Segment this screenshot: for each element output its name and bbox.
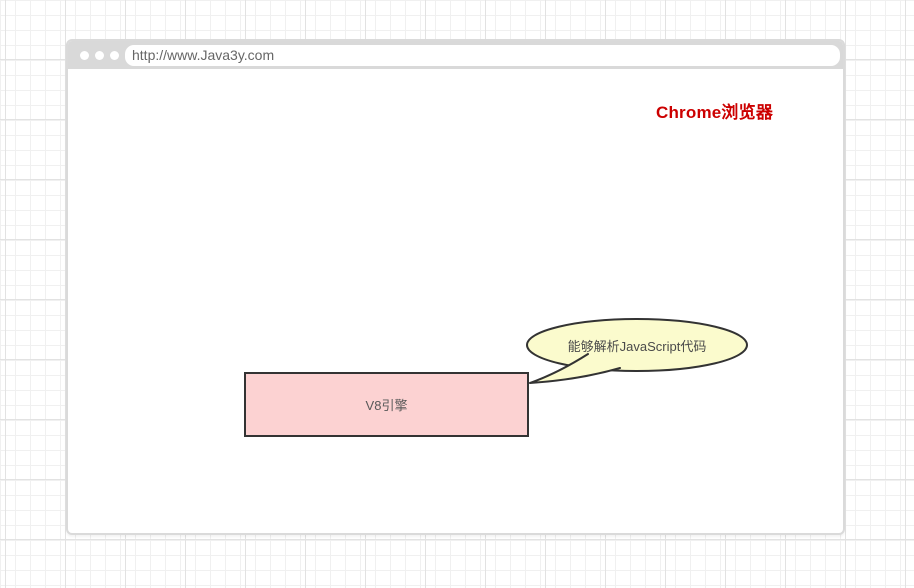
v8-engine-box-label: V8引擎 — [365, 398, 408, 413]
v8-engine-box: V8引擎 — [244, 372, 529, 437]
window-control-dot-icon[interactable] — [110, 50, 119, 60]
speech-bubble-ellipse — [526, 318, 748, 372]
browser-window: Chrome浏览器 V8引擎 能够解析JavaScript代码 — [66, 39, 845, 535]
window-control-dot-icon[interactable] — [95, 50, 104, 60]
speech-bubble-tail — [529, 353, 621, 384]
browser-title-label: Chrome浏览器 — [656, 103, 774, 122]
url-input[interactable] — [125, 44, 840, 66]
speech-bubble — [526, 318, 748, 384]
browser-titlebar — [68, 41, 843, 69]
window-controls — [80, 50, 119, 60]
window-control-dot-icon[interactable] — [80, 50, 89, 60]
